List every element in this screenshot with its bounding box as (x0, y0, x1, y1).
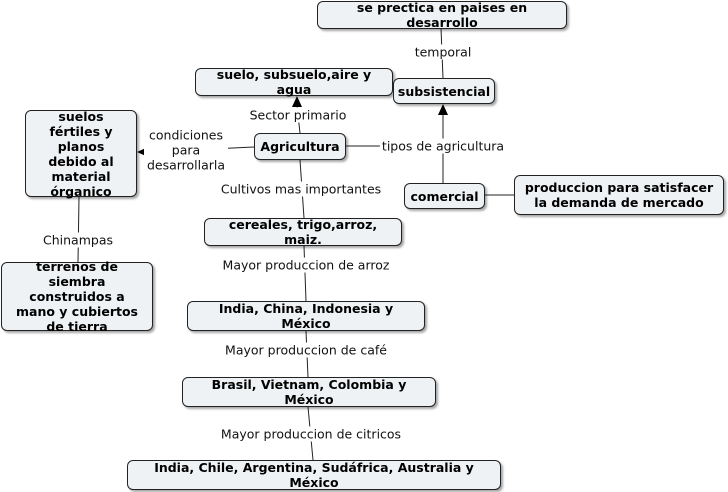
india-chile-node[interactable]: India, Chile, Argentina, Sudáfrica, Aust… (127, 460, 501, 490)
arrowhead-subsistencial (438, 104, 448, 115)
produccion-mercado-node[interactable]: produccion para satisfacer la demanda de… (514, 175, 724, 215)
brasil-node[interactable]: Brasil, Vietnam, Colombia y México (182, 377, 436, 407)
comercial-node[interactable]: comercial (404, 183, 485, 209)
suelos-fertiles-node[interactable]: suelos fértiles y planos debido al mater… (25, 109, 137, 199)
link-label-chinampas: Chinampas (41, 232, 115, 248)
connector-suelos-terrenos (77, 196, 80, 263)
subsistencial-node[interactable]: subsistencial (393, 78, 495, 104)
terrenos-node[interactable]: terrenos de siembra construidos a mano y… (1, 259, 153, 334)
arrowhead-suelo (292, 96, 302, 107)
link-label-tipos-agricultura: tipos de agricultura (379, 138, 507, 154)
link-label-arroz: Mayor produccion de arroz (220, 257, 392, 273)
practica-node[interactable]: se prectica en paises en desarrollo (317, 0, 567, 30)
connector-cereales-india-china (303, 245, 307, 302)
agricultura-node[interactable]: Agricultura (254, 133, 346, 160)
link-label-temporal: temporal (412, 44, 474, 60)
suelo-node[interactable]: suelo, subsuelo,aire y agua (195, 67, 393, 97)
link-label-sector-primario: Sector primario (247, 107, 349, 123)
link-label-cafe: Mayor produccion de café (223, 342, 389, 358)
india-china-node[interactable]: India, China, Indonesia y México (187, 301, 425, 331)
cereales-node[interactable]: cereales, trigo,arroz, maiz. (204, 217, 402, 247)
link-label-citricos: Mayor produccion de citricos (218, 426, 404, 442)
link-label-cultivos: Cultivos mas importantes (218, 181, 384, 197)
link-label-condiciones: condiciones para desarrollarla (144, 127, 228, 173)
